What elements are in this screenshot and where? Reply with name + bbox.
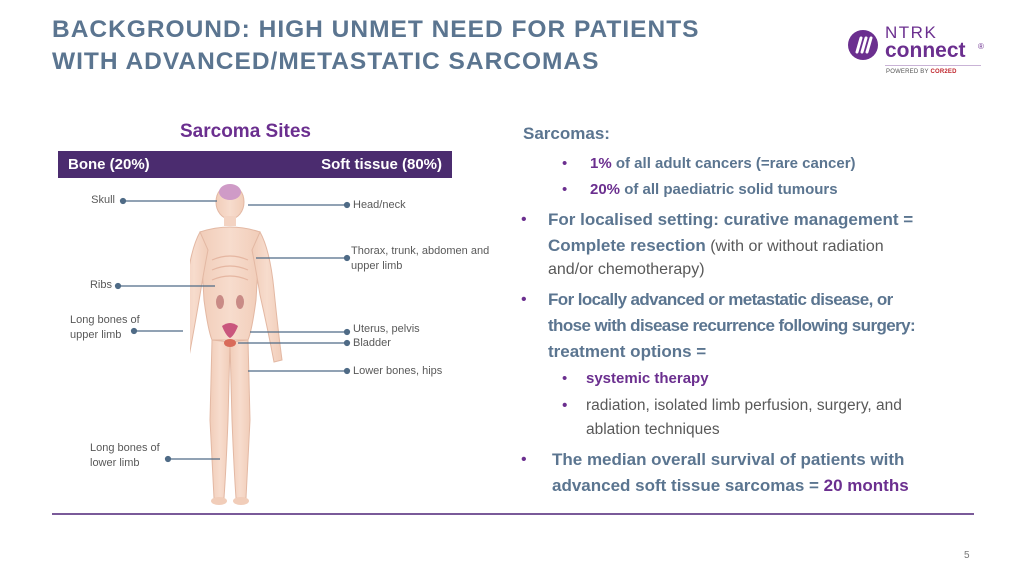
complete-resection-text: Complete resection (548, 236, 706, 255)
bullet-dot: • (521, 291, 527, 308)
label-ribs: Ribs (89, 279, 112, 291)
label-lower-bones-hips: Lower bones, hips (353, 365, 443, 377)
label-lower-limb-line-2: lower limb (90, 457, 140, 469)
label-uterus-pelvis: Uterus, pelvis (353, 323, 420, 335)
label-skull: Skull (91, 194, 115, 206)
survival-line-1: The median overall survival of patients … (552, 450, 905, 469)
advanced-line-3: treatment options = (548, 342, 707, 361)
category-bar: Bone (20%) Soft tissue (80%) (58, 151, 452, 178)
label-bladder: Bladder (353, 337, 391, 349)
logo-registered-mark: ® (978, 42, 984, 51)
advanced-line-2: those with disease recurrence following … (548, 316, 916, 335)
bullet-dot: • (562, 397, 568, 414)
adult-cancer-text: of all adult cancers (=rare cancer) (611, 155, 856, 172)
bullet-dot: • (562, 370, 568, 387)
footer-divider (52, 513, 974, 515)
systemic-therapy-text: systemic therapy (586, 370, 709, 387)
other-treatments-line-2: ablation techniques (586, 421, 720, 438)
bone-percentage-label: Bone (20%) (68, 156, 150, 173)
logo-powered-prefix: POWERED BY (886, 69, 931, 75)
logo-divider (885, 65, 981, 66)
slide-title-line-2: WITH ADVANCED/METASTATIC SARCOMAS (52, 48, 600, 75)
label-thorax-line-2: upper limb (351, 260, 403, 272)
label-lower-limb-line-1: Long bones of (90, 442, 160, 454)
bullet-dot: • (521, 451, 527, 468)
page-number: 5 (964, 550, 970, 561)
paediatric-text: of all paediatric solid tumours (620, 181, 838, 198)
logo-badge-icon (848, 30, 878, 60)
other-treatments-line-1: radiation, isolated limb perfusion, surg… (586, 397, 902, 414)
slide-title: BACKGROUND: HIGH UNMET NEED FOR PATIENTS… (52, 14, 812, 78)
logo-ntrk-text: NTRK (885, 23, 938, 42)
logo-connect-text: connect (885, 39, 966, 62)
slide-title-line-1: BACKGROUND: HIGH UNMET NEED FOR PATIENTS (52, 16, 700, 43)
logo-powered-by: POWERED BY COR2ED (886, 69, 957, 75)
label-thorax-line-1: Thorax, trunk, abdomen and (351, 245, 490, 257)
survival-line-2-prefix: advanced soft tissue sarcomas = (552, 476, 824, 495)
ntrk-connect-logo: NTRK connect ® POWERED BY COR2ED (848, 24, 988, 82)
bullet-dot: • (521, 211, 527, 228)
logo-powered-brand: COR2ED (930, 69, 957, 75)
bullet-dot: • (562, 155, 568, 172)
sarcomas-heading: Sarcomas: (523, 124, 610, 143)
localised-line-3: and/or chemotherapy) (548, 261, 705, 278)
sarcoma-sites-title: Sarcoma Sites (180, 121, 311, 142)
label-upper-limb-line-2: upper limb (70, 329, 122, 341)
survival-months-value: 20 months (823, 476, 909, 495)
label-head-neck: Head/neck (353, 199, 406, 211)
adult-cancer-percent: 1% (590, 155, 612, 172)
soft-tissue-percentage-label: Soft tissue (80%) (321, 156, 442, 173)
paediatric-percent: 20% (590, 181, 621, 198)
advanced-line-1: For locally advanced or metastatic disea… (548, 290, 893, 309)
localised-line-2-rest: (with or without radiation (705, 238, 884, 255)
human-body-illustration (190, 184, 283, 505)
localised-line-1: For localised setting: curative manageme… (548, 210, 914, 229)
bullet-dot: • (562, 181, 568, 198)
label-upper-limb-line-1: Long bones of (70, 314, 140, 326)
